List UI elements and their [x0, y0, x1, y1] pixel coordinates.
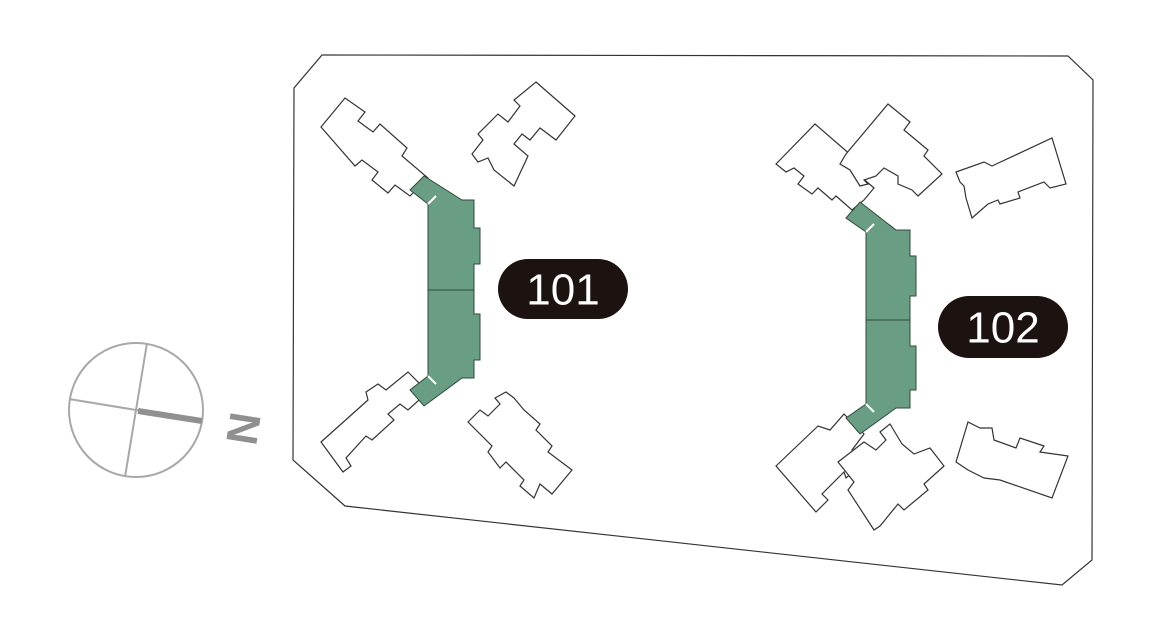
building-101-highlight — [409, 175, 481, 407]
building-outline — [471, 81, 576, 187]
building-outline — [839, 103, 943, 197]
building-number: 101 — [526, 266, 599, 315]
label-pill — [938, 296, 1068, 358]
compass-needle — [137, 408, 203, 424]
building-outline — [467, 391, 573, 499]
building-102-highlight — [845, 201, 917, 435]
building-outline — [955, 137, 1067, 220]
unit-divider — [865, 223, 875, 233]
label-pill — [498, 259, 628, 319]
unit-divider — [865, 403, 875, 413]
building-outline — [955, 421, 1069, 499]
building-outline — [320, 97, 429, 197]
building-number: 102 — [966, 304, 1039, 353]
building-outline — [320, 371, 429, 473]
unit-divider — [427, 375, 437, 385]
compass-axis — [124, 342, 148, 478]
north-label: N — [216, 409, 269, 448]
unit-divider — [427, 195, 437, 205]
compass-ring — [68, 342, 204, 478]
building-outline — [837, 423, 945, 531]
compass: N — [68, 342, 270, 478]
site-boundary — [292, 54, 1094, 586]
building-label-102[interactable]: 102 — [938, 296, 1068, 358]
building-label-101[interactable]: 101 — [498, 259, 628, 319]
